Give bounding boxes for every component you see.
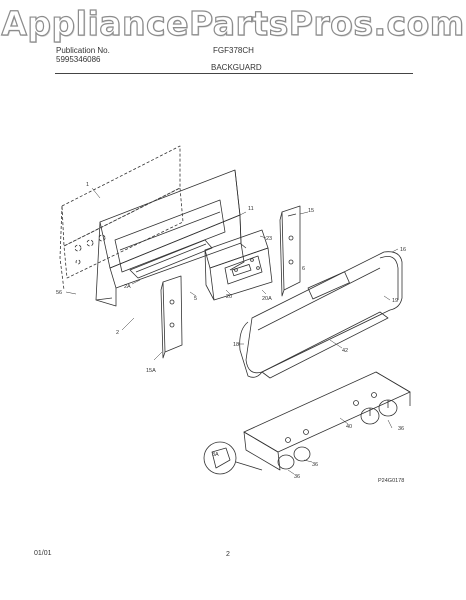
callout-56: 56 <box>56 290 62 296</box>
end-cap-right <box>279 205 301 297</box>
part-callouts: 1 56 2A 2 15A 5 11 15 23 20 20A 6 16 19 … <box>56 182 406 484</box>
publication-label: Publication No. <box>56 46 110 55</box>
panel-end-cap <box>239 321 263 378</box>
callout-6: 6 <box>302 266 305 272</box>
callout-20: 20 <box>226 294 232 300</box>
end-cap-left <box>160 275 183 359</box>
detail-circle-3a <box>203 441 263 475</box>
callout-3a: 3A <box>212 452 219 458</box>
callout-5: 5 <box>194 296 197 302</box>
callout-16: 16 <box>400 247 406 253</box>
footer-date: 01/01 <box>34 550 52 557</box>
manifold-panel <box>243 371 411 471</box>
watermark-logo: AppliancePartsPros.com <box>1 3 465 43</box>
callout-2: 2 <box>116 330 119 336</box>
callout-36-right: 36 <box>398 426 404 432</box>
callout-15: 15 <box>308 208 314 214</box>
header-rule <box>55 73 413 74</box>
callout-36-middle: 36 <box>312 462 318 468</box>
callout-11: 11 <box>248 206 254 212</box>
rear-panel <box>59 145 184 291</box>
section-title: BACKGUARD <box>211 63 262 72</box>
backguard-body <box>95 169 247 307</box>
model-number: FGF378CH <box>213 46 254 55</box>
callout-23: 23 <box>266 236 272 242</box>
callout-19: 19 <box>392 298 398 304</box>
footer-page-number: 2 <box>226 551 230 558</box>
control-knobs <box>277 399 398 470</box>
leader-lines <box>65 187 399 475</box>
callout-1: 1 <box>86 182 89 188</box>
callout-40: 40 <box>346 424 352 430</box>
callout-18: 18 <box>233 342 239 348</box>
callout-42: 42 <box>342 348 348 354</box>
trim-42 <box>261 311 389 379</box>
callout-15a: 15A <box>146 368 156 374</box>
callout-20a: 20A <box>262 296 272 302</box>
callout-36-left: 36 <box>294 474 300 480</box>
bracket-2a <box>129 239 213 279</box>
control-panel <box>245 251 403 374</box>
control-housing <box>204 229 273 301</box>
figure-code: P24G0178 <box>378 478 404 484</box>
publication-number: 5995346086 <box>56 55 101 64</box>
callout-2a: 2A <box>124 284 131 290</box>
